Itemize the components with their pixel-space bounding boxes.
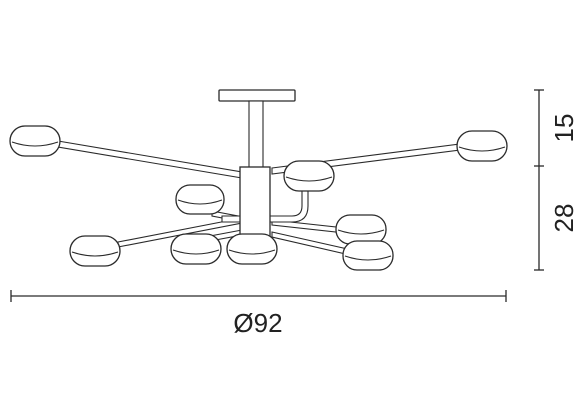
lamp-center-low [226, 233, 278, 265]
lamp-far-right [456, 130, 508, 162]
lamp-left-low [69, 235, 121, 267]
lamp-right-low [342, 240, 394, 271]
light-heads [9, 125, 508, 271]
diameter-label: Ø92 [233, 308, 282, 338]
height-bottom-label: 28 [549, 204, 579, 233]
lamp-right-small [335, 214, 387, 245]
height-dimension: 15 28 [534, 89, 579, 271]
ceiling-mount [218, 89, 296, 169]
height-top-label: 15 [549, 114, 579, 143]
lamp-mid-left [175, 184, 225, 215]
diameter-dimension: Ø92 [10, 290, 507, 338]
lamp-far-left [9, 125, 61, 157]
lamp-center-left-low [170, 233, 222, 265]
lamp-front-center [283, 160, 335, 192]
central-body [239, 166, 271, 244]
